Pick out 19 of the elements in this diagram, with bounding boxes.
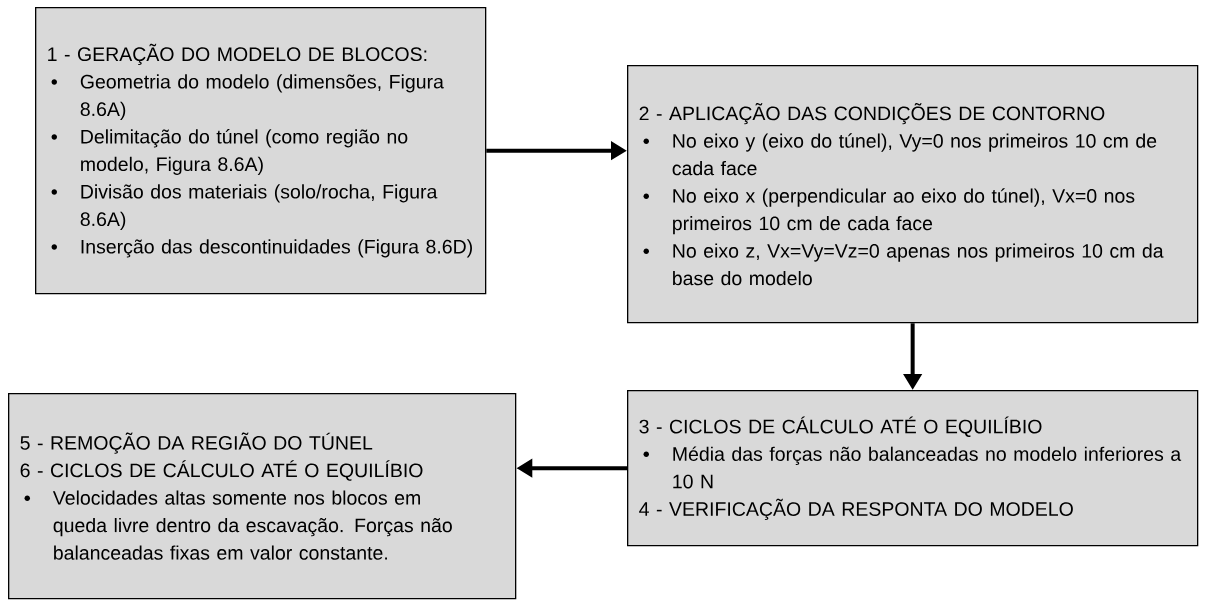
process-box (35, 7, 487, 295)
heading-text: 2 - APLICAÇÃO DAS CONDIÇÕES DE CONTORNO (639, 103, 1105, 125)
heading-text: 3 - CICLOS DE CÁLCULO ATÉ O EQUILÍBIO (639, 416, 1042, 437)
bullet-item: No eixo x (perpendicular ao eixo do túnel), Vx=0 nos primeiros 10 cm de cada face (643, 188, 1135, 235)
bullet-item: Média das forças não balanceadas no modelo inferiores a 10 N (643, 446, 1182, 489)
bullet-item: Velocidades altas somente nos blocos em queda livre dentro da escavação. Forças não balanceadas fixas em valor constante. (24, 490, 452, 560)
bullet-item: Divisão dos materiais (solo/rocha, Figura 8.6A) (51, 184, 438, 230)
bullet-item: Geometria do modelo (dimensões, Figura 8.6A) (51, 74, 444, 120)
bullet-item: Inserção das descontinuidades (Figura 8.6D) (51, 239, 472, 258)
process-box (627, 65, 1199, 324)
heading-text: 5 - REMOÇÃO DA REGIÃO DO TÚNEL (20, 432, 373, 454)
heading-text: 6 - CICLOS DE CÁLCULO ATÉ O EQUILÍBIO (20, 460, 423, 481)
bullet-item: No eixo z, Vx=Vy=Vz=0 apenas nos primeiros 10 cm da base do modelo (643, 243, 1164, 286)
bullet-item: Delimitação do túnel (como região no modelo, Figura 8.6A) (51, 129, 408, 175)
heading-text: 4 - VERIFICAÇÃO DA RESPONTA DO MODELO (639, 498, 1073, 520)
process-box (8, 393, 517, 600)
bullet-item: No eixo y (eixo do túnel), Vy=0 nos primeiros 10 cm de cada face (643, 133, 1157, 176)
process-box (627, 390, 1199, 547)
heading-text: 1 - GERAÇÃO DO MODELO DE BLOCOS: (48, 43, 427, 65)
